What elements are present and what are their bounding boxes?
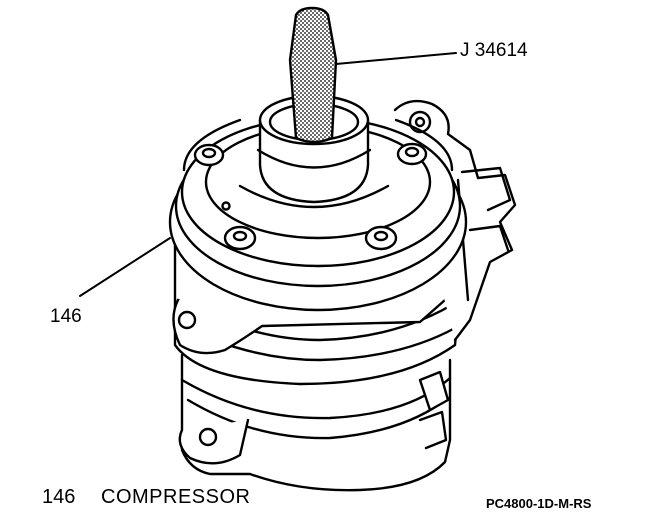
head-bolt [396,142,428,166]
caption-number: 146 [42,486,76,508]
bracket-bolt [408,110,432,134]
caption-text: COMPRESSOR [101,486,251,508]
mounting-hole [177,310,197,330]
part-leader-line [79,237,171,297]
mounting-ear [172,298,447,355]
figure-code: PC4800-1D-M-RS [486,496,592,511]
tool-j34614 [288,6,338,144]
mounting-hole [198,427,218,447]
head-bolt [193,143,225,167]
part-callout-label: 146 [50,306,82,327]
head-bolt [223,225,257,251]
head-bolt [364,225,398,251]
compressor-lower-body [178,353,452,492]
tool-leader-line [335,52,457,65]
tool-label: J 34614 [460,40,528,61]
